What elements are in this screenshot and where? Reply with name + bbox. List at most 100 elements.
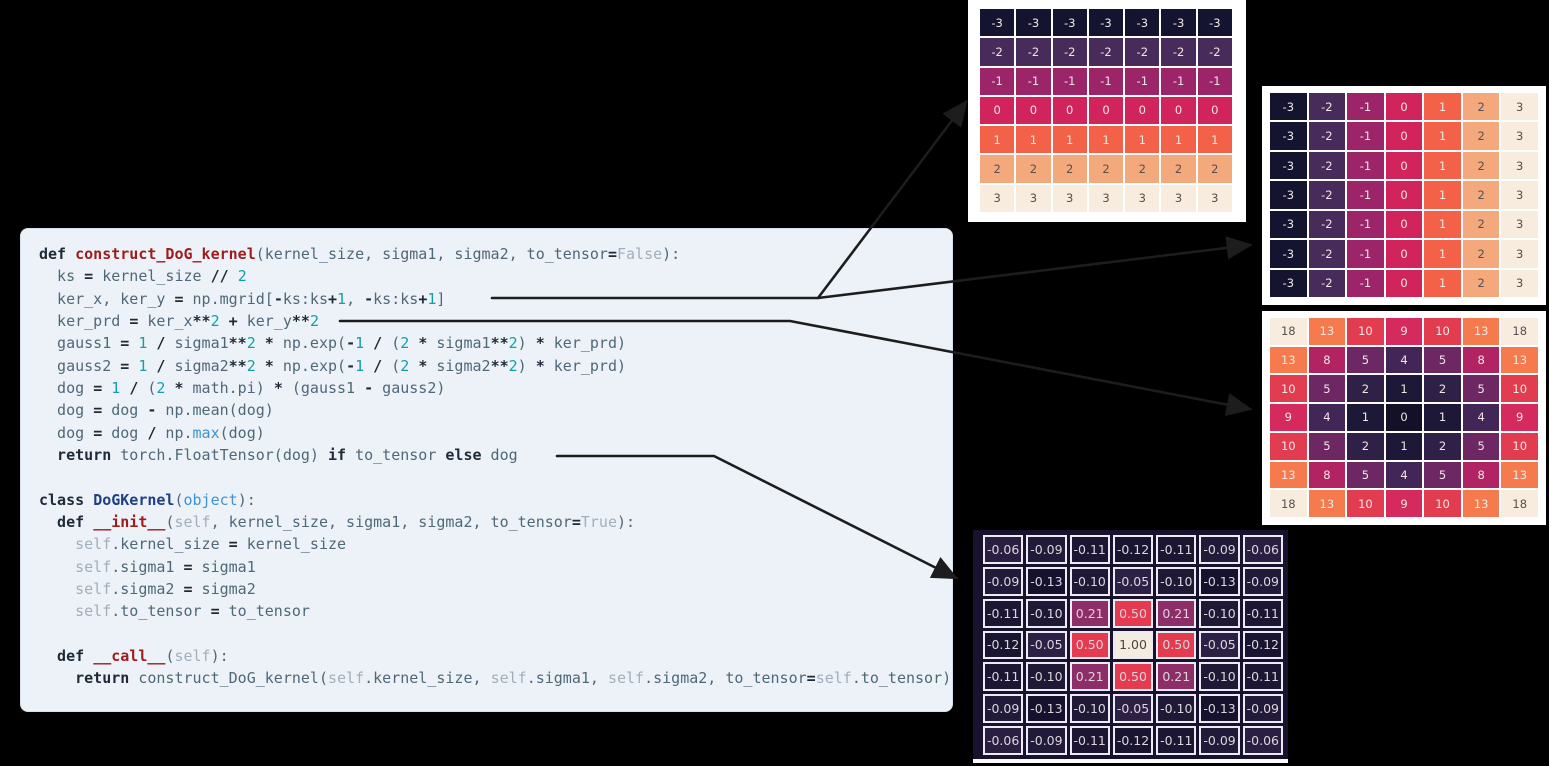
- matrix-cell: -3: [1270, 269, 1307, 297]
- code-line: ker_x, ker_y = np.mgrid[-ks:ks+1, -ks:ks…: [39, 289, 446, 308]
- matrix-cell: 8: [1462, 346, 1500, 374]
- code-line: ks = kernel_size // 2: [39, 267, 247, 286]
- matrix-cell: 3: [1016, 184, 1051, 212]
- matrix-cell: 4: [1385, 461, 1423, 489]
- matrix-cell: 1: [1088, 126, 1124, 154]
- matrix-cell: 0: [1197, 96, 1232, 125]
- matrix-cell: 1: [980, 126, 1015, 154]
- matrix-cell: 3: [980, 184, 1015, 212]
- matrix-cell: 18: [1501, 318, 1538, 345]
- matrix-cell: 0: [980, 96, 1015, 125]
- matrix-cell: 1: [1197, 126, 1232, 154]
- matrix-cell: -0.11: [983, 662, 1024, 692]
- matrix-cell: 10: [1501, 375, 1538, 403]
- matrix-cell: 13: [1501, 461, 1538, 489]
- matrix-cell: 0: [1385, 210, 1423, 239]
- code-line: class DoGKernel(object):: [39, 490, 256, 509]
- matrix-cell: -0.05: [1112, 694, 1154, 724]
- matrix-cell: -0.09: [983, 694, 1024, 724]
- matrix-cell: 1: [1424, 210, 1461, 239]
- matrix-cell: -3: [1052, 9, 1087, 37]
- matrix-cell: 3: [1501, 151, 1538, 180]
- code-line: return construct_DoG_kernel(self.kernel_…: [39, 669, 952, 688]
- matrix-cell: 1: [1052, 126, 1087, 154]
- matrix-cell: 9: [1385, 318, 1423, 345]
- matrix-cell: 8: [1462, 461, 1500, 489]
- matrix-cell: -2: [1308, 240, 1346, 268]
- matrix-cell: 0: [1125, 96, 1160, 125]
- matrix-cell: -1: [1016, 67, 1051, 95]
- matrix-cell: 2: [1462, 240, 1500, 268]
- matrix-cell: 3: [1125, 184, 1160, 212]
- matrix-cell: 3: [1501, 210, 1538, 239]
- matrix-cell: -1: [1088, 67, 1124, 95]
- code-line: self.to_tensor = to_tensor: [39, 602, 310, 621]
- matrix-cell: -0.10: [1156, 694, 1197, 724]
- matrix-cell: 1: [1424, 181, 1461, 209]
- matrix-cell: -0.10: [1199, 598, 1240, 628]
- matrix-cell: -0.06: [983, 726, 1024, 755]
- matrix-cell: 1: [1347, 404, 1384, 431]
- matrix-cell: -0.09: [1199, 535, 1240, 564]
- matrix-cell: -3: [1270, 122, 1307, 150]
- matrix-cell: 2: [1462, 210, 1500, 239]
- matrix-cell: 10: [1270, 432, 1307, 460]
- matrix-cell: -0.13: [1199, 694, 1240, 724]
- matrix-cell: 4: [1308, 404, 1346, 431]
- code-line: [39, 466, 952, 488]
- matrix-cell: -2: [1308, 210, 1346, 239]
- matrix-cell: -0.13: [1026, 566, 1067, 596]
- matrix-cell: -0.05: [1199, 630, 1240, 660]
- matrix-cell: 3: [1501, 181, 1538, 209]
- code-panel: def construct_DoG_kernel(kernel_size, si…: [20, 228, 953, 712]
- matrix-cell: -3: [1197, 9, 1232, 37]
- matrix-cell: 0.50: [1069, 630, 1110, 660]
- matrix-cell: 13: [1501, 346, 1538, 374]
- matrix-cell: 0: [1385, 240, 1423, 268]
- matrix-cell: 0.50: [1156, 630, 1197, 660]
- code-line: self.sigma2 = sigma2: [39, 579, 256, 598]
- matrix-cell: 0: [1016, 96, 1051, 125]
- matrix-cell: -3: [1270, 151, 1307, 180]
- matrix-cell: -0.12: [1242, 630, 1283, 660]
- matrix-cell: -1: [980, 67, 1015, 95]
- matrix-cell: -0.10: [1069, 566, 1110, 596]
- matrix-cell: 13: [1308, 318, 1346, 345]
- python-code: def construct_DoG_kernel(kernel_size, si…: [39, 243, 952, 690]
- matrix-cell: 8: [1308, 346, 1346, 374]
- matrix-cell: 1.00: [1112, 630, 1154, 660]
- matrix-cell: -3: [1270, 181, 1307, 209]
- matrix-cell: -0.12: [983, 630, 1024, 660]
- matrix-cell: 3: [1161, 184, 1196, 212]
- code-line: [39, 623, 952, 645]
- matrix-cell: 2: [1052, 155, 1087, 183]
- matrix-cell: 1: [1161, 126, 1196, 154]
- code-line: gauss1 = 1 / sigma1**2 * np.exp(-1 / (2 …: [39, 334, 627, 353]
- matrix-cell: -0.11: [1069, 726, 1110, 755]
- matrix-cell: -0.13: [1026, 694, 1067, 724]
- matrix-cell: 1: [1424, 240, 1461, 268]
- matrix-cell: 2: [1125, 155, 1160, 183]
- matrix-cell: 1: [1424, 151, 1461, 180]
- matrix-cell: -1: [1347, 269, 1384, 297]
- matrix-cell: 1: [1424, 269, 1461, 297]
- matrix-cell: -2: [1161, 38, 1196, 66]
- heatmap-grid: -3-3-3-3-3-3-3-2-2-2-2-2-2-2-1-1-1-1-1-1…: [980, 9, 1232, 212]
- matrix-cell: -3: [1270, 240, 1307, 268]
- matrix-cell: 3: [1501, 240, 1538, 268]
- matrix-cell: 0: [1385, 181, 1423, 209]
- matrix-cell: -3: [1270, 210, 1307, 239]
- matrix-cell: 0.21: [1156, 598, 1197, 628]
- matrix-cell: -0.05: [1026, 630, 1067, 660]
- matrix-cell: 2: [1462, 93, 1500, 121]
- matrix-cell: 1: [1424, 404, 1461, 431]
- matrix-cell: 18: [1501, 490, 1538, 517]
- matrix-cell: -0.12: [1112, 535, 1154, 564]
- matrix-cell: -1: [1347, 122, 1384, 150]
- matrix-cell: -0.11: [1069, 535, 1110, 564]
- matrix-cell: -2: [1125, 38, 1160, 66]
- matrix-cell: 1: [1385, 432, 1423, 460]
- matrix-cell: -0.11: [1242, 598, 1283, 628]
